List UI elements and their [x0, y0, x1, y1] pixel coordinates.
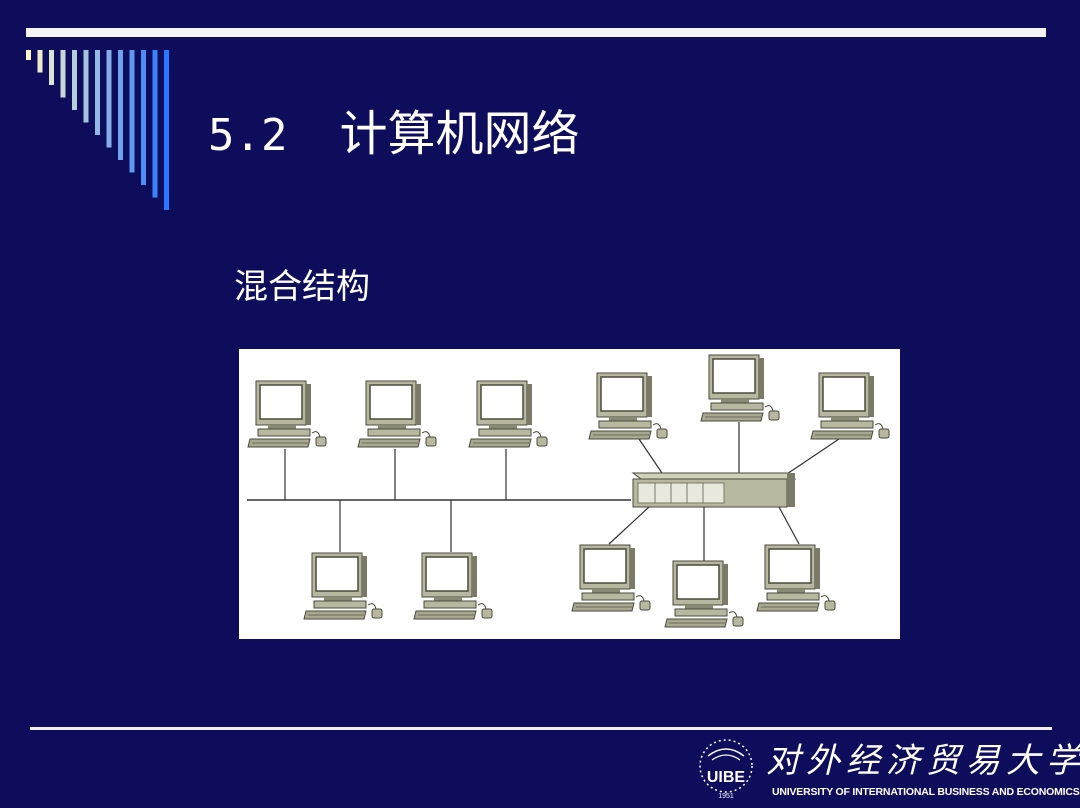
computer-11 [756, 544, 836, 612]
top-rule [26, 28, 1046, 37]
computer-6 [810, 372, 890, 440]
computer-8 [413, 552, 493, 620]
computer-2 [357, 380, 437, 448]
stripe [26, 50, 31, 60]
computer-5 [700, 354, 780, 422]
computer-10 [664, 560, 744, 628]
stripe [141, 50, 146, 185]
network-diagram [239, 349, 900, 639]
computer-1 [247, 380, 327, 448]
university-logo: UIBE 1951 对外经济贸易大学 UNIVERSITY OF INTERNA… [690, 736, 1080, 804]
university-name-en: UNIVERSITY OF INTERNATIONAL BUSINESS AND… [772, 786, 1080, 798]
stripe [60, 50, 66, 98]
computer-9 [571, 544, 651, 612]
title-text: 计算机网络 [339, 106, 580, 162]
university-seal: UIBE 1951 [699, 739, 753, 800]
seal-text: UIBE [707, 769, 746, 786]
subtitle: 混合结构 [234, 267, 370, 307]
hub [631, 472, 797, 508]
stripe [164, 50, 169, 210]
stripe [95, 50, 100, 135]
stripe [118, 50, 123, 160]
university-name-cn: 对外经济贸易大学 [766, 741, 1080, 781]
computer-7 [303, 552, 383, 620]
stripe [152, 50, 158, 198]
stripe [72, 50, 77, 110]
stripe [37, 50, 43, 73]
stripe [106, 50, 112, 148]
stripe [129, 50, 135, 173]
section-number: 5.2 [208, 110, 288, 161]
slide-title: 5.2 计算机网络 [208, 102, 580, 166]
seal-year: 1951 [718, 793, 734, 800]
stripe [49, 50, 54, 85]
stripe [83, 50, 89, 123]
bottom-rule [30, 727, 1052, 730]
computer-4 [588, 372, 668, 440]
stripe-decoration [26, 50, 169, 210]
computer-3 [468, 380, 548, 448]
